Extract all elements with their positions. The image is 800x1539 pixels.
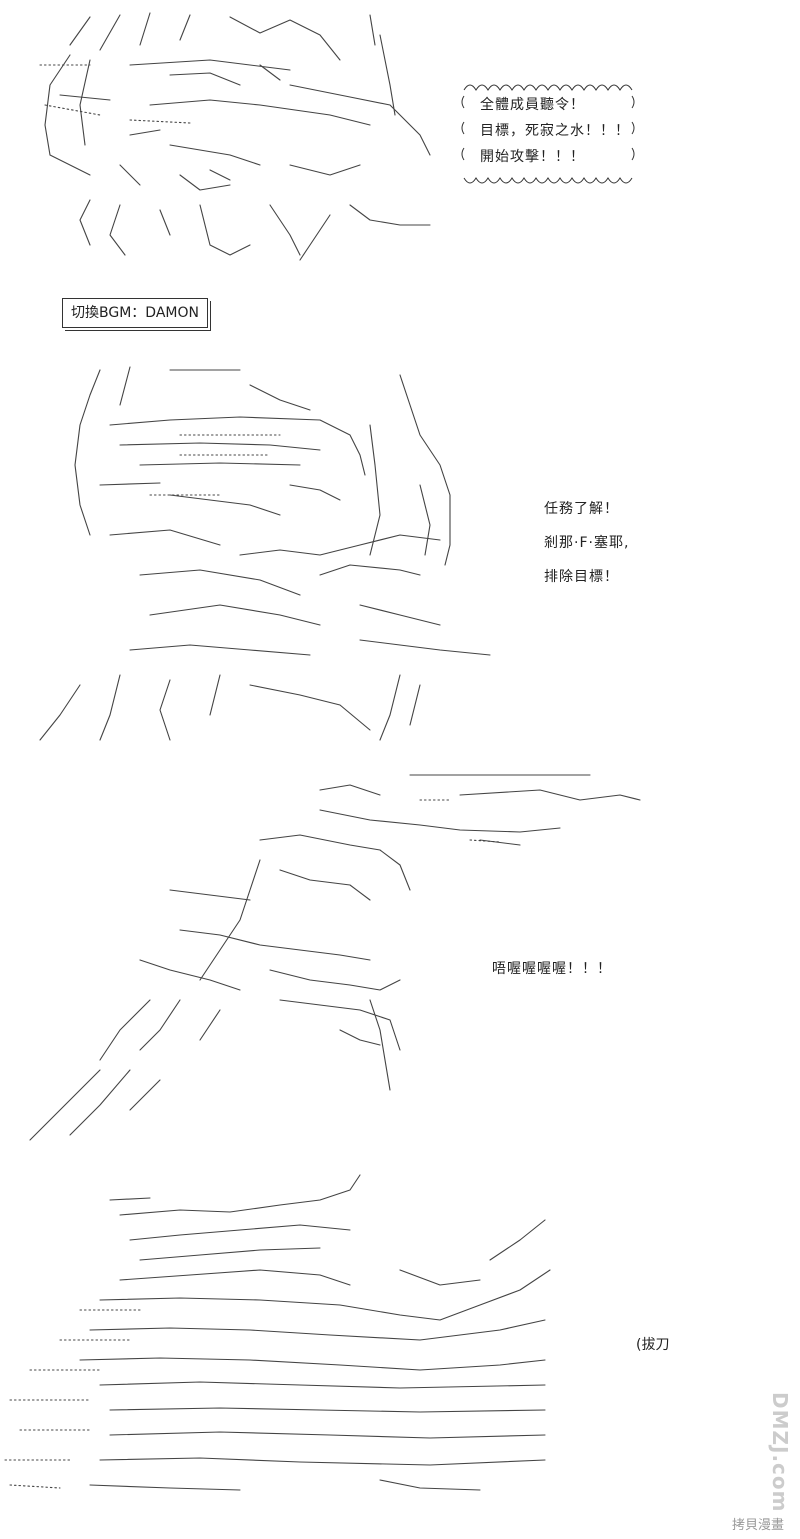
ascii-art-figure-1 (30, 5, 450, 265)
sfx-panel-4: (拔刀 (636, 1337, 670, 1353)
dialog-line-1: 任務了解！ (544, 501, 619, 517)
speech-line-3: 開始攻擊！！！ (480, 149, 585, 165)
speech-line-2: 目標，死寂之水！！！ (480, 123, 630, 139)
dialog-panel-2: 任務了解！ 剎那·F·塞耶, 排除目標！ (544, 492, 629, 594)
shout-panel-3: 唔喔喔喔喔！！！ (492, 961, 612, 977)
speech-line-1: 全體成員聽令！ (480, 97, 585, 113)
watermark-side: DMZJ.com (768, 1392, 792, 1513)
dialog-line-3: 排除目標！ (544, 569, 619, 585)
ascii-art-figure-3 (20, 770, 650, 1145)
speech-frame: 全體成員聽令！ 目標，死寂之水！！！ 開始攻擊！！！ (460, 78, 640, 186)
ascii-art-figure-2 (20, 365, 510, 755)
ascii-art-figure-4 (0, 1170, 560, 1515)
watermark-bottom: 拷貝漫畫 (732, 1518, 785, 1533)
bgm-label-box: 切換BGM：DAMON (62, 298, 208, 328)
dialog-line-2: 剎那·F·塞耶, (544, 535, 630, 551)
